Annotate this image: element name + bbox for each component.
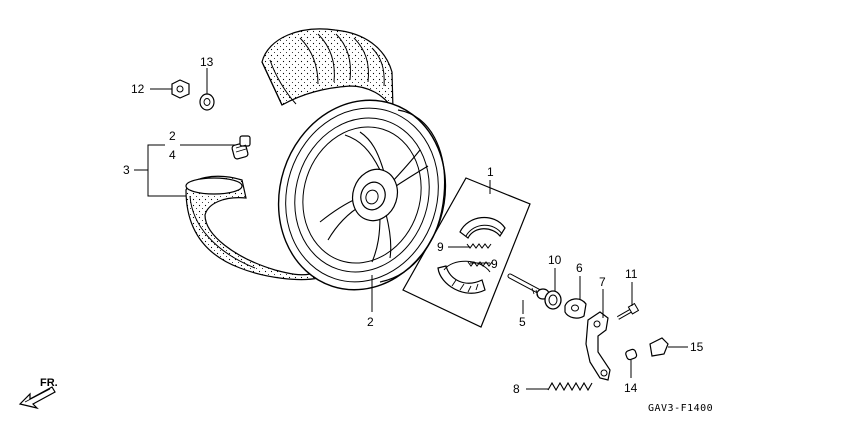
wear-indicator-plate bbox=[564, 298, 587, 319]
callout-8: 8 bbox=[513, 382, 520, 396]
brake-arm bbox=[585, 311, 611, 381]
callout-11: 11 bbox=[625, 267, 638, 281]
callout-7: 7 bbox=[599, 275, 606, 289]
brake-cam bbox=[507, 273, 550, 300]
wheel-rim bbox=[277, 99, 447, 291]
brake-shoe-kit bbox=[402, 177, 531, 328]
cap-nut bbox=[649, 337, 669, 357]
callout-13: 13 bbox=[200, 55, 214, 69]
callout-9-upper: 9 bbox=[437, 240, 444, 254]
callout-10: 10 bbox=[548, 253, 562, 267]
callout-4: 4 bbox=[169, 148, 176, 162]
callout-2-rim: 2 bbox=[367, 315, 374, 329]
return-spring bbox=[547, 381, 593, 392]
leader-lines bbox=[134, 68, 688, 390]
valve-stem bbox=[231, 135, 251, 160]
axle-nut bbox=[171, 79, 190, 99]
axle-washer bbox=[199, 93, 215, 111]
callout-3: 3 bbox=[123, 163, 130, 177]
tire-upper bbox=[261, 28, 394, 111]
dust-seal bbox=[544, 290, 562, 310]
callout-15: 15 bbox=[690, 340, 704, 354]
front-direction-arrow: FR. bbox=[18, 377, 58, 410]
diagram-code: GAV3-F1400 bbox=[648, 403, 713, 414]
callout-5: 5 bbox=[519, 315, 526, 329]
callouts: 12 13 2 4 3 2 1 9 9 10 6 7 11 5 15 14 8 bbox=[123, 55, 704, 396]
bolt bbox=[617, 302, 640, 320]
callout-6: 6 bbox=[576, 261, 583, 275]
inner-tube bbox=[185, 175, 320, 281]
callout-12: 12 bbox=[131, 82, 145, 96]
collar bbox=[625, 348, 638, 361]
callout-2-valve: 2 bbox=[169, 129, 176, 143]
direction-label: FR. bbox=[40, 377, 58, 389]
callout-1: 1 bbox=[487, 165, 494, 179]
callout-14: 14 bbox=[624, 381, 638, 395]
callout-9-lower: 9 bbox=[491, 257, 498, 271]
